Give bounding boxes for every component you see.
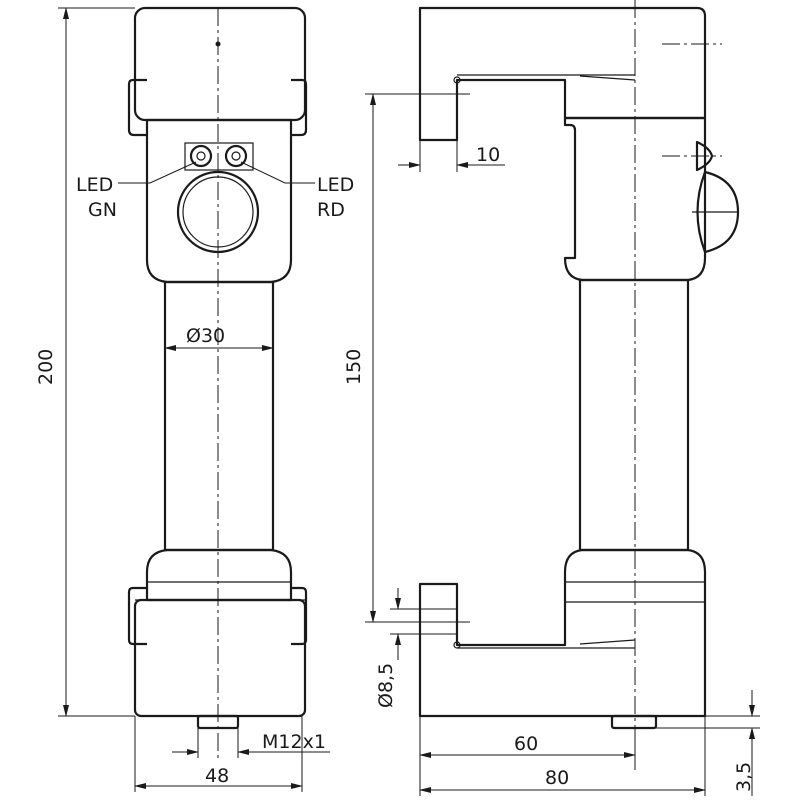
front-bottom-clip-right xyxy=(291,586,308,646)
side-sensor-block xyxy=(563,116,707,282)
front-view xyxy=(127,6,308,762)
side-small-knob xyxy=(695,140,714,172)
label-48: 48 xyxy=(205,765,229,787)
side-connector xyxy=(610,714,658,730)
side-tube xyxy=(578,278,690,552)
front-top-clip-left xyxy=(127,78,147,137)
front-dimensions xyxy=(58,7,330,792)
label-led-rd-2: RD xyxy=(317,199,345,221)
front-top-head xyxy=(133,6,307,122)
front-top-clip-right xyxy=(291,78,308,137)
label-3-5: 3,5 xyxy=(733,762,755,792)
label-dia30: Ø30 xyxy=(186,325,225,347)
led-rd-icon xyxy=(224,144,248,168)
front-sensor-body xyxy=(145,118,293,284)
label-led-gn-2: GN xyxy=(88,199,117,221)
label-10: 10 xyxy=(476,144,500,166)
front-tube xyxy=(163,280,275,552)
front-bottom-body xyxy=(145,548,293,602)
front-bottom-head xyxy=(133,598,307,718)
side-view xyxy=(418,0,740,770)
label-80: 80 xyxy=(545,767,569,789)
label-200: 200 xyxy=(35,349,57,385)
side-dimensions xyxy=(365,93,760,796)
led-gn-icon xyxy=(189,144,213,168)
label-led-rd-1: LED xyxy=(317,174,354,196)
label-60: 60 xyxy=(514,733,538,755)
front-bottom-clip-left xyxy=(127,586,147,646)
side-top-bracket xyxy=(418,6,707,142)
side-big-knob xyxy=(696,170,740,254)
label-150: 150 xyxy=(343,349,365,385)
side-bottom-block xyxy=(418,548,707,718)
label-m12: M12x1 xyxy=(262,731,326,753)
label-led-gn-1: LED xyxy=(76,174,113,196)
led-housing xyxy=(184,142,254,171)
label-dia85: Ø8,5 xyxy=(375,663,397,708)
labels: LED GN LED RD Ø30 200 150 10 M12x1 48 60… xyxy=(35,144,755,792)
